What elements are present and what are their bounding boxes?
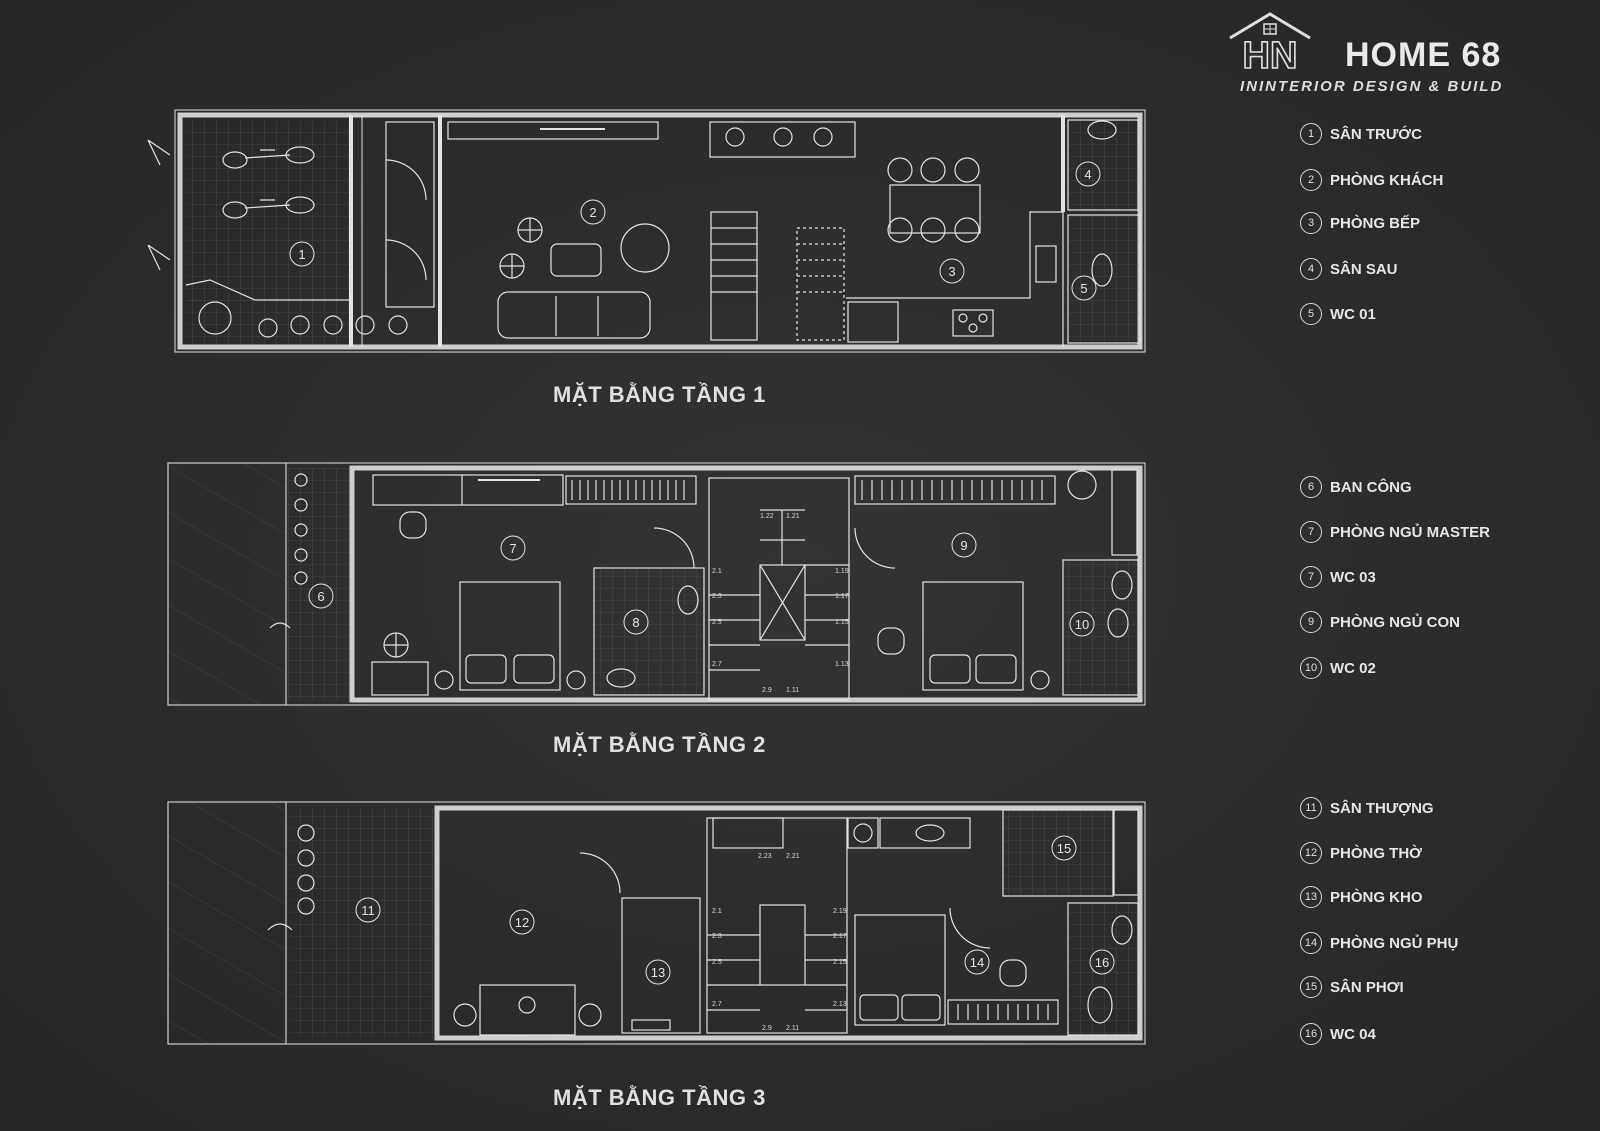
stair-dim: 1.19: [835, 568, 849, 575]
room-marker: 16: [1089, 949, 1115, 975]
stair-dim: 1.11: [786, 687, 799, 694]
stair-dim: 2.11: [786, 1025, 799, 1032]
floor-1-plan: [147, 109, 1146, 353]
svg-text:11: 11: [361, 903, 375, 918]
room-marker: 8: [623, 609, 649, 635]
svg-text:3: 3: [948, 264, 955, 279]
stair-dim: 2.9: [762, 687, 772, 694]
stair-dim: 2.15: [833, 959, 847, 966]
room-marker: 9: [951, 532, 977, 558]
floor-1-title: MẶT BẰNG TẦNG 1: [553, 382, 766, 407]
room-marker: 15: [1051, 835, 1077, 861]
svg-text:12: 12: [515, 915, 529, 930]
svg-text:4: 4: [1084, 167, 1091, 182]
stair-dim: 2.13: [833, 1001, 847, 1008]
stair-dim: 2.5: [712, 619, 722, 626]
stair-dim: 1.17: [835, 593, 849, 600]
stair-dim: 1.22: [760, 513, 774, 520]
stair-dim: 1.21: [786, 513, 800, 520]
room-marker: 3: [939, 258, 965, 284]
stair-dim: 2.1: [712, 568, 722, 575]
room-marker: 11: [355, 897, 381, 923]
svg-text:10: 10: [1075, 617, 1089, 632]
room-marker: 14: [964, 949, 990, 975]
floor-2-plan: [167, 462, 1146, 706]
brand-tagline: ININTERIOR DESIGN & BUILD: [1240, 78, 1504, 95]
stair-dim: 2.7: [712, 1001, 722, 1008]
stair-dim: 1.13: [835, 661, 849, 668]
stair-dim: 2.9: [762, 1025, 772, 1032]
stair-dim: 2.3: [712, 593, 722, 600]
floor-3-title: MẶT BẰNG TẦNG 3: [553, 1085, 766, 1110]
svg-text:13: 13: [651, 965, 665, 980]
svg-text:7: 7: [509, 541, 516, 556]
room-marker: 7: [500, 535, 526, 561]
floor-3-plan: [167, 801, 1146, 1045]
svg-text:14: 14: [970, 955, 984, 970]
room-marker: 12: [509, 909, 535, 935]
stair-dim: 1.15: [835, 619, 849, 626]
svg-text:2: 2: [589, 205, 596, 220]
stair-dim: 2.21: [786, 853, 800, 860]
svg-text:16: 16: [1095, 955, 1109, 970]
stair-dim: 2.3: [712, 933, 722, 940]
motorbike-icon: [222, 146, 315, 219]
room-marker: 10: [1069, 611, 1095, 637]
house-monogram-icon: HN: [1229, 12, 1311, 74]
stair-dim: 2.5: [712, 959, 722, 966]
room-marker: 13: [645, 959, 671, 985]
room-marker: 2: [580, 199, 606, 225]
stair-dim: 2.23: [758, 853, 772, 860]
room-marker: 1: [289, 241, 315, 267]
brand-name: HOME 68: [1345, 36, 1502, 74]
room-marker: 6: [308, 583, 334, 609]
room-marker: 4: [1075, 161, 1101, 187]
svg-text:1: 1: [298, 247, 305, 262]
stair-dim: 2.19: [833, 908, 847, 915]
room-marker: 5: [1071, 275, 1097, 301]
stair-dim: 2.17: [833, 933, 847, 940]
svg-text:8: 8: [632, 615, 639, 630]
brand-logo: HN HOME 68 ININTERIOR DESIGN & BUILD: [1229, 12, 1540, 104]
floor-2-title: MẶT BẰNG TẦNG 2: [553, 732, 766, 757]
svg-text:9: 9: [960, 538, 967, 553]
svg-text:15: 15: [1057, 841, 1071, 856]
stair-dim: 2.1: [712, 908, 722, 915]
svg-text:6: 6: [317, 589, 324, 604]
svg-text:5: 5: [1080, 281, 1087, 296]
stair-dim: 2.7: [712, 661, 722, 668]
monogram-text: HN: [1243, 35, 1298, 74]
